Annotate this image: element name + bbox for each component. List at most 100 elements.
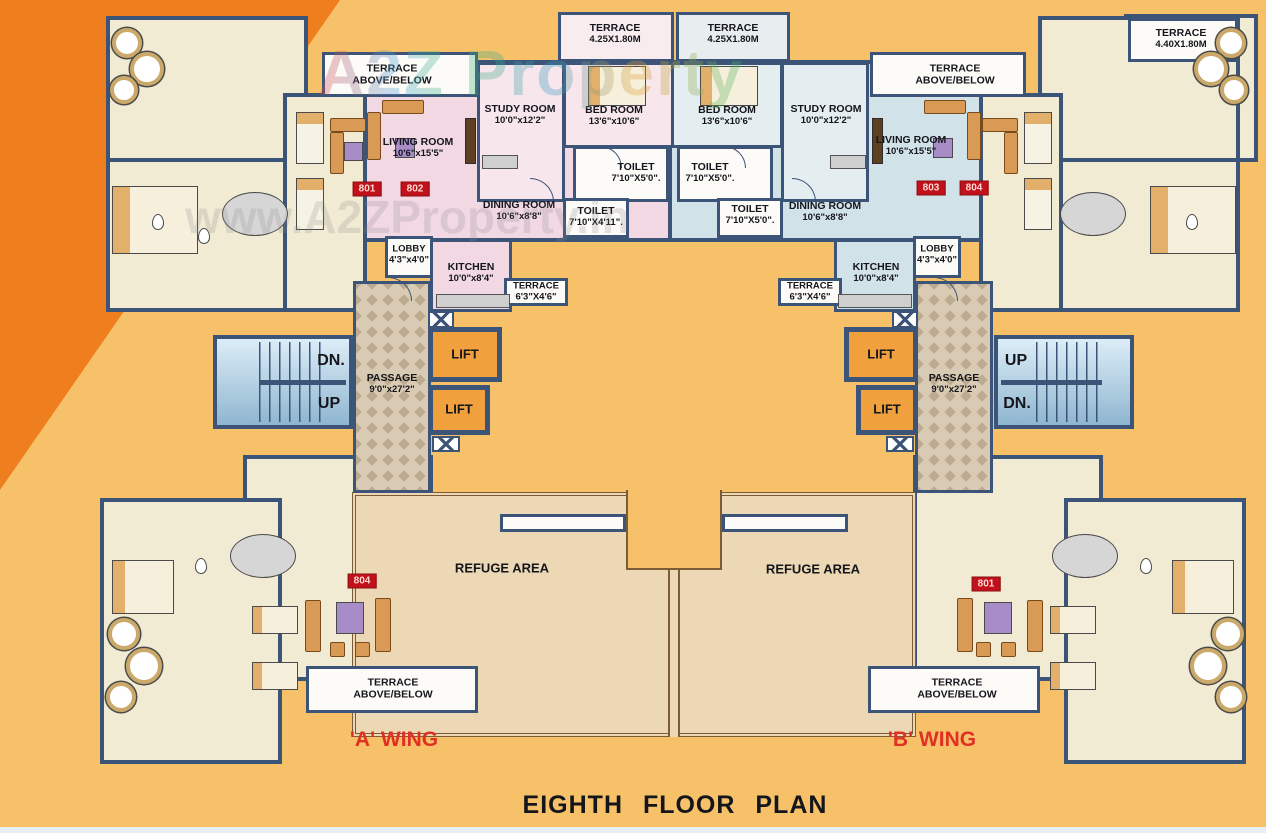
plan-title: EIGHTH FLOOR PLAN [522,791,828,819]
label-stair-up-a: UP [317,395,341,413]
label-terrace-ab-top-a: TERRACE ABOVE/BELOW [352,62,432,86]
planter [110,76,138,104]
terrace-63-b [778,278,842,306]
terrace-425-a [558,12,674,62]
label-bed-b: BED ROOM 13'6"x10'6" [698,103,756,127]
label-lift-a1: LIFT [451,346,479,362]
terrace-strip-b [722,514,848,532]
sofa [375,598,391,652]
single-bed [252,606,298,634]
terrace-ab-top-a [322,52,478,97]
unit-badge-801-bottom: 801 [971,576,1001,592]
single-bed [296,112,324,164]
planter [1212,618,1244,650]
label-terrace-ab-top-b: TERRACE ABOVE/BELOW [915,62,995,86]
label-lift-a2: LIFT [445,401,473,417]
single-bed [1024,112,1052,164]
toilet-a-lower [563,198,629,238]
planter [1216,682,1246,712]
lift-a-1 [428,327,502,382]
label-terrace-ab-bottom-a: TERRACE ABOVE/BELOW [353,676,433,700]
dining-table [1052,534,1118,578]
lobby-a [385,236,433,278]
staircase-b [994,335,1134,429]
terrace-63-a [504,278,568,306]
label-kitchen-a: KITCHEN 10'0"x8'4" [447,260,495,284]
double-bed [112,560,174,614]
planter [126,648,162,684]
label-lift-b2: LIFT [873,401,901,417]
duct-shaft [432,436,460,452]
single-bed [252,662,298,690]
planter [1190,648,1226,684]
duct-shaft [886,436,914,452]
label-toilet-b-upper: TOILET 7'10"X5'0". [685,160,735,184]
dining-table [1060,192,1126,236]
planter [130,52,164,86]
toilet-wc [1186,214,1198,230]
single-bed [296,178,324,230]
label-dining-b: DINING ROOM 10'6"x8'8" [788,199,862,223]
label-toilet-b-lower: TOILET 7'10"X5'0". [725,202,775,226]
sofa [957,598,973,652]
stair-landing [1001,380,1102,385]
lift-b-2 [856,385,918,435]
planter [1194,52,1228,86]
label-terrace-440: TERRACE 4.40X1.80M [1155,26,1207,50]
dining-table [230,534,296,578]
label-toilet-a-upper: TOILET 7'10"X5'0". [611,160,661,184]
refuge-divider [668,570,680,737]
sofa [330,118,366,132]
single-bed [1050,662,1096,690]
center-table [933,138,953,158]
center-table [984,602,1012,634]
kitchen-counter [436,294,510,308]
wing-b-label: 'B' WING [887,728,977,751]
single-bed [1050,606,1096,634]
label-terrace-425-a: TERRACE 4.25X1.80M [589,21,641,45]
label-lobby-b: LOBBY 4'3"x4'0" [917,243,957,265]
tv-unit [465,118,476,164]
label-kitchen-b: KITCHEN 10'0"x8'4" [852,260,900,284]
toilet-wc [195,558,207,574]
planter [106,682,136,712]
sofa [382,100,424,114]
refuge-center-notch [626,490,722,570]
label-terrace-ab-bottom-b: TERRACE ABOVE/BELOW [917,676,997,700]
planter [1220,76,1248,104]
lift-b-1 [844,327,918,382]
label-lobby-a: LOBBY 4'3"x4'0" [389,243,429,265]
label-living-a: LIVING ROOM 10'6"x15'5" [382,135,454,159]
unit-badge-803: 803 [916,180,946,196]
label-lift-b1: LIFT [867,346,895,362]
label-terrace-63-b: TERRACE 6'3"X4'6" [787,280,833,302]
label-terrace-425-b: TERRACE 4.25X1.80M [707,21,759,45]
label-bed-a: BED ROOM 13'6"x10'6" [585,103,643,127]
label-living-b: LIVING ROOM 10'6"x15'5" [875,133,947,157]
terrace-strip-a [500,514,626,532]
lobby-b [913,236,961,278]
study-desk [830,155,866,169]
duct-shaft [428,311,454,328]
center-table [395,138,415,158]
stair-landing [259,380,346,385]
unit-badge-802: 802 [400,181,430,197]
center-table [344,142,363,161]
terrace-ab-bottom-a [306,666,478,713]
sofa [305,600,321,652]
lift-a-2 [428,385,490,435]
label-stair-up-b: UP [1004,352,1028,370]
sofa [924,100,966,114]
stool [1001,642,1016,657]
stool [976,642,991,657]
label-refuge-a: REFUGE AREA [454,560,550,576]
toilet-wc [1140,558,1152,574]
label-stair-dn-a: DN. [317,352,345,370]
double-bed [1172,560,1234,614]
label-dining-a: DINING ROOM 10'6"x8'8" [482,198,556,222]
stool [330,642,345,657]
bottom-strip [0,827,1266,833]
planter [108,618,140,650]
planter [112,28,142,58]
sofa [967,112,981,160]
